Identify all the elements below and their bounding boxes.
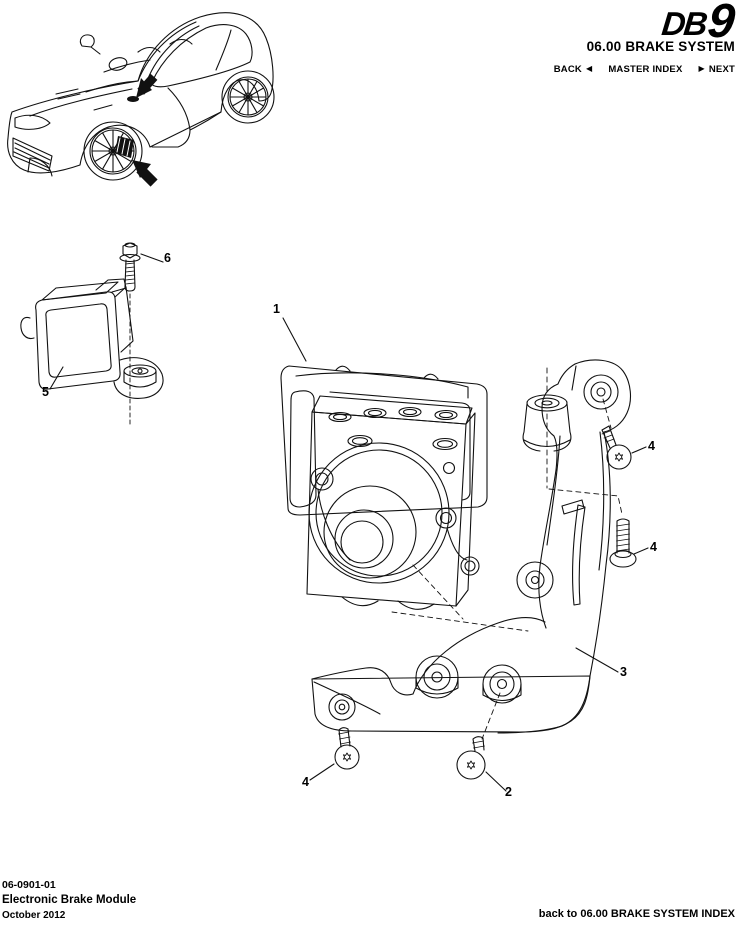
next-arrow-icon: ▶ (698, 64, 705, 73)
callout-4c: 4 (302, 775, 309, 789)
callout-4a: 4 (648, 439, 655, 453)
callout-2: 2 (505, 785, 512, 799)
location-arrow-icon (132, 73, 158, 187)
callout-3: 3 (620, 665, 627, 679)
footer-date: October 2012 (2, 910, 66, 921)
abs-module-part (280, 317, 488, 610)
footer-doc-number: 06-0901-01 (2, 879, 56, 891)
header-nav: BACK ◀ MASTER INDEX ▶ NEXT (554, 64, 735, 75)
fasteners (309, 425, 649, 792)
back-arrow-icon: ◀ (585, 64, 593, 73)
alignment-dashes (391, 367, 623, 740)
nav-next-link[interactable]: NEXT (708, 64, 735, 75)
yaw-sensor-part (20, 242, 164, 425)
callout-4b: 4 (650, 540, 657, 554)
footer-doc-title: Electronic Brake Module (2, 894, 137, 906)
callout-6: 6 (164, 251, 171, 265)
callout-5: 5 (42, 385, 49, 399)
footer-index-link[interactable]: back to 06.00 BRAKE SYSTEM INDEX (538, 908, 735, 920)
nav-master-index-link[interactable]: MASTER INDEX (608, 64, 683, 75)
section-title: 06.00 BRAKE SYSTEM (586, 39, 735, 54)
nav-back-link[interactable]: BACK (553, 64, 582, 75)
mounting-bracket-part (311, 359, 632, 734)
callout-1: 1 (273, 302, 280, 316)
car-location-inset (7, 12, 275, 187)
